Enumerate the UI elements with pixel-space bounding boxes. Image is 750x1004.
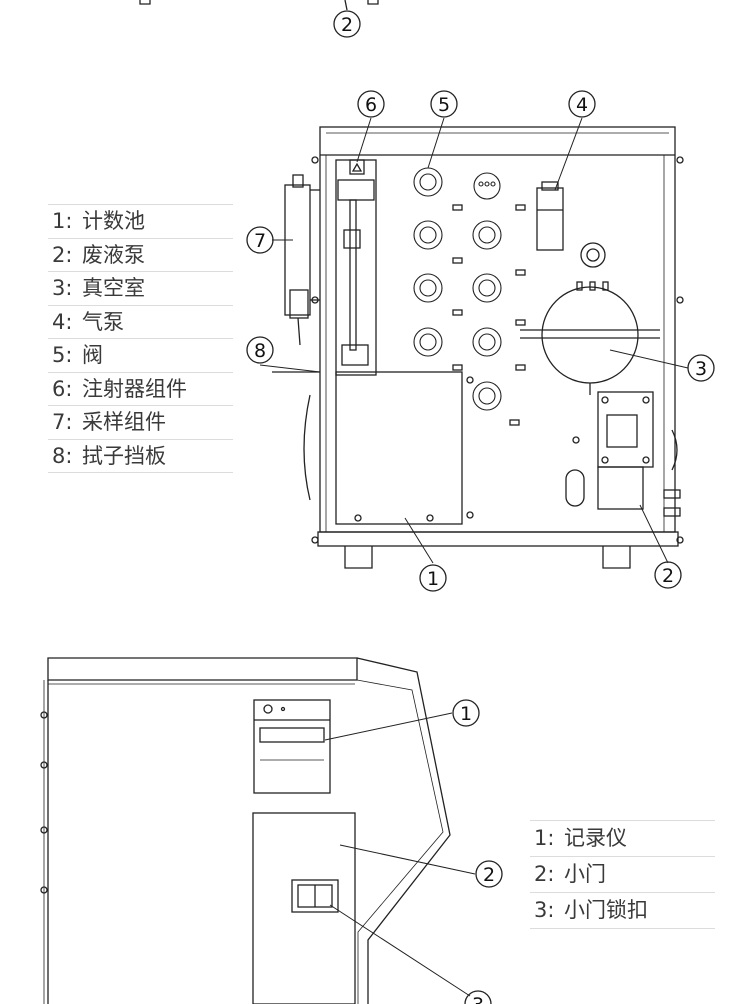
legend-number: 2: [52,242,73,267]
side-callout-2: 2 [483,864,495,886]
legend-label: 注射器组件 [82,376,187,401]
rear-callout-3: 3 [695,358,707,380]
legend-item: 7: 采样组件 [48,406,233,440]
rear-callout-7: 7 [254,230,266,252]
legend-label: 计数池 [82,209,145,233]
legend-item: 2: 废液泵 [48,239,233,272]
legend-number: 7: [52,410,73,434]
legend-label: 小门锁扣 [564,898,648,922]
top-fragment [139,0,379,38]
side-view-legend: 1: 记录仪 2: 小门 3: 小门锁扣 [530,820,715,929]
legend-item: 8: 拭子挡板 [48,440,233,473]
callout-top-circle [333,10,361,38]
rear-callout-4: 4 [576,94,588,116]
legend-number: 6: [52,376,73,401]
side-callout-3: 3 [472,994,484,1004]
legend-label: 阀 [82,343,103,367]
legend-label: 记录仪 [564,826,627,850]
legend-label: 真空室 [82,276,145,300]
side-view-drawing [40,657,503,1004]
legend-item: 4: 气泵 [48,306,233,339]
legend-number: 8: [52,443,73,468]
legend-item: 1: 计数池 [48,205,233,239]
legend-number: 1: [534,826,555,850]
legend-number: 2: [534,862,555,886]
rear-callout-2: 2 [662,565,674,587]
callout-top-2: 2 [341,14,353,36]
legend-item: 6: 注射器组件 [48,373,233,406]
legend-number: 3: [52,276,73,300]
legend-label: 小门 [564,862,606,886]
legend-label: 气泵 [82,309,124,334]
legend-item: 1: 记录仪 [530,821,715,857]
legend-item: 2: 小门 [530,857,715,893]
rear-callout-1: 1 [427,568,439,590]
side-callout-1: 1 [460,703,472,725]
legend-number: 3: [534,898,555,922]
legend-item: 3: 真空室 [48,272,233,306]
legend-number: 1: [52,209,73,233]
legend-number: 4: [52,309,73,334]
rear-callout-8: 8 [254,340,266,362]
rear-view-drawing [246,90,715,592]
legend-number: 5: [52,343,73,367]
rear-callout-5: 5 [438,94,450,116]
legend-label: 拭子挡板 [82,443,166,468]
rear-view-legend: 1: 计数池 2: 废液泵 3: 真空室 4: 气泵 5: 阀 6: 注射器组件 7: 采样组… [48,204,233,473]
legend-item: 3: 小门锁扣 [530,893,715,929]
legend-label: 采样组件 [82,410,166,434]
legend-item: 5: 阀 [48,339,233,373]
rear-callout-6: 6 [365,94,377,116]
legend-label: 废液泵 [82,242,145,267]
